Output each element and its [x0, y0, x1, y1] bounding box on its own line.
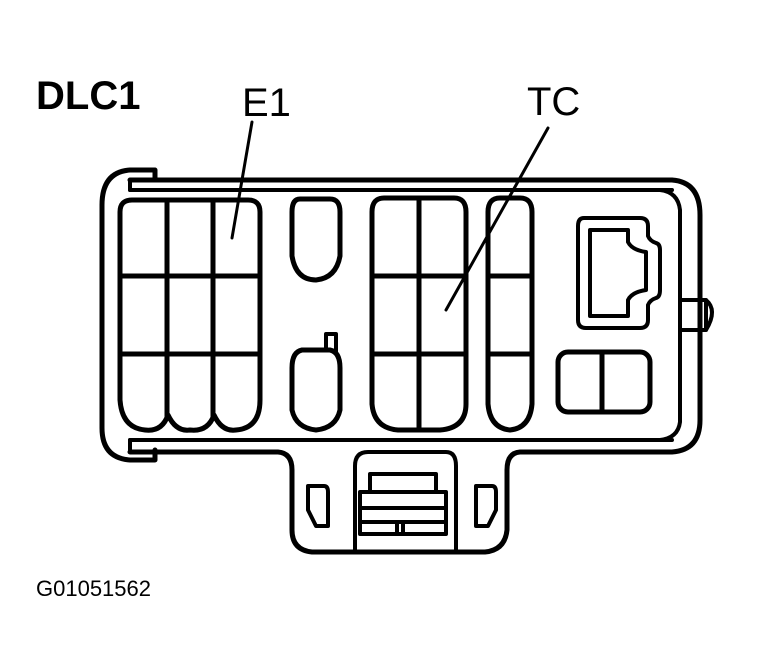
- housing-outline: [99, 167, 703, 555]
- small-cavity-upper: [289, 196, 343, 283]
- lower-right-terminal-pair: [555, 349, 653, 415]
- e1-leader-line: [230, 120, 254, 240]
- bottom-lock-tab: [306, 450, 498, 554]
- tc-leader-line: [444, 126, 550, 312]
- center-terminal-block: [369, 195, 469, 433]
- callout-label-tc: TC: [527, 80, 581, 124]
- small-cavity-lower: [289, 347, 343, 433]
- figure-id: G01051562: [36, 576, 151, 601]
- keyway-slot: [576, 216, 662, 330]
- left-terminal-block: [117, 197, 263, 433]
- side-latch-nub: [678, 298, 714, 332]
- right-terminal-column: [485, 195, 535, 433]
- key-tab: [324, 332, 338, 354]
- callout-label-e1: E1: [242, 81, 291, 125]
- diagram-title: DLC1: [36, 74, 141, 118]
- inner-panel: [128, 188, 682, 442]
